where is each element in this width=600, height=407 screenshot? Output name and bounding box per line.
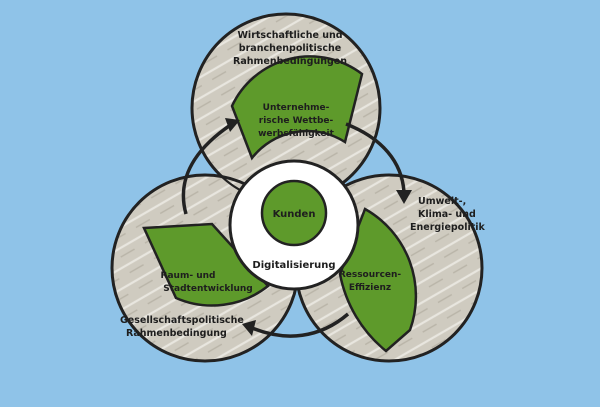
top-segment-line-1: Unternehme- [263,103,330,113]
left-segment-line-1: Raum- und [161,271,216,281]
top-label-line-1: Wirtschaftliche und [237,30,342,41]
hub-core [260,179,328,247]
arrow-left-to-top-head [225,118,240,132]
right-segment-line-2: Effizienz [349,283,391,293]
right-segment-line-1: Ressourcen- [339,270,402,280]
segment-right-green [338,207,418,353]
right-label-line-1: Umwelt-, [418,196,466,207]
arrow-top-to-right [345,122,406,193]
top-segment-line-2: rische Wettbe- [259,116,334,126]
arrow-right-to-left-head [242,320,256,336]
left-label-line-2: Rahmenbedingung [126,328,227,339]
segment-top-green [230,55,364,161]
arrow-left-to-top [181,122,233,215]
right-label-line-3: Energiepolitik [410,222,486,233]
right-label-line-2: Klima- und [418,209,476,220]
core-label: Kunden [273,209,316,220]
ring-label: Digitalisierung [252,260,335,271]
top-segment-line-3: werbsfähigkeit [258,129,335,139]
top-label-line-2: branchenpolitische [239,43,341,54]
left-segment-line-2: Stadtentwicklung [163,284,252,294]
arrow-right-to-left [251,312,350,338]
segment-left-green [142,222,270,307]
top-label-line-3: Rahmenbedingungen [233,56,347,67]
arrow-top-to-right-head [396,190,412,204]
left-label-line-1: Gesellschaftspolitische [120,315,244,326]
